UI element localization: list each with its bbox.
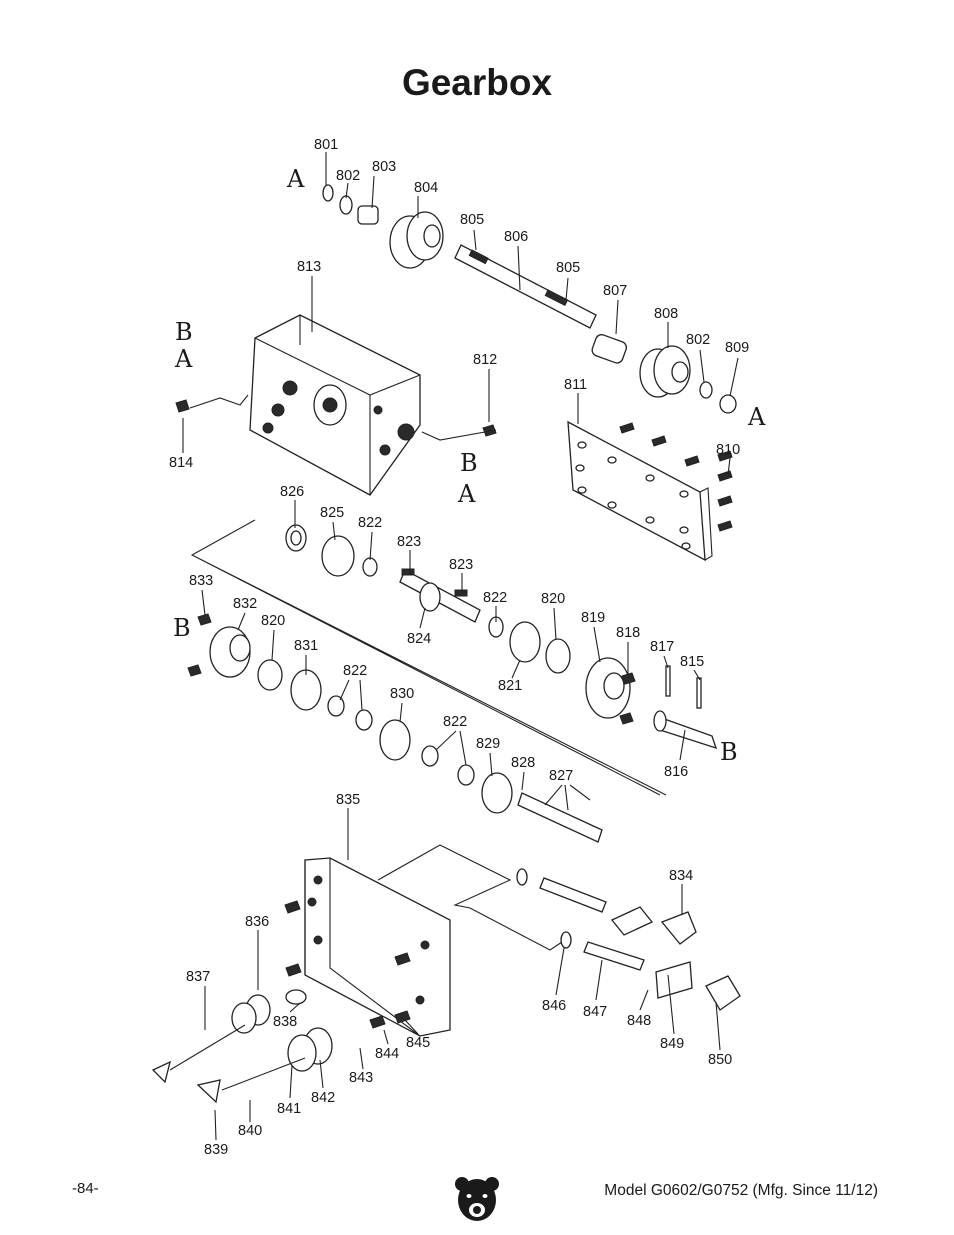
label-823b: 823 — [449, 557, 473, 573]
screw-812 — [482, 424, 497, 437]
label-812: 812 — [473, 352, 497, 368]
label-822d: 822 — [443, 714, 467, 730]
label-819: 819 — [581, 610, 605, 626]
label-823: 823 — [397, 534, 421, 550]
label-836: 836 — [245, 914, 269, 930]
label-825: 825 — [320, 505, 344, 521]
top-shaft-assembly — [322, 184, 737, 414]
label-844: 844 — [375, 1046, 399, 1062]
label-849: 849 — [660, 1036, 684, 1052]
label-832: 832 — [233, 596, 257, 612]
label-835: 835 — [336, 792, 360, 808]
label-850: 850 — [708, 1052, 732, 1068]
label-804: 804 — [414, 180, 438, 196]
label-822b: 822 — [483, 590, 507, 606]
label-820: 820 — [541, 591, 565, 607]
label-828: 828 — [511, 755, 535, 771]
page-number: -84- — [72, 1180, 99, 1197]
label-801: 801 — [314, 137, 338, 153]
svg-text:A: A — [457, 480, 476, 508]
svg-text:A: A — [174, 345, 193, 373]
gearbox-housing-813 — [249, 314, 421, 496]
label-847: 847 — [583, 1004, 607, 1020]
label-838: 838 — [273, 1014, 297, 1030]
label-813: 813 — [297, 259, 321, 275]
gear-808 — [639, 345, 691, 398]
label-808: 808 — [654, 306, 678, 322]
label-817: 817 — [650, 639, 674, 655]
label-814: 814 — [169, 455, 193, 471]
svg-text:B: B — [175, 318, 193, 346]
label-833: 833 — [189, 573, 213, 589]
screw-814 — [175, 399, 190, 413]
page-title: Gearbox — [401, 62, 553, 103]
reference-letters: A B A B A A B B — [173, 165, 766, 766]
model-footer: Model G0602/G0752 (Mfg. Since 11/12) — [604, 1182, 878, 1199]
leader-lines — [182, 152, 739, 1141]
svg-text:A: A — [286, 165, 305, 193]
label-811: 811 — [564, 377, 587, 393]
label-803: 803 — [372, 159, 396, 175]
label-829: 829 — [476, 736, 500, 752]
label-821: 821 — [498, 678, 522, 694]
label-841: 841 — [277, 1101, 301, 1117]
label-810: 810 — [716, 442, 740, 458]
middle-gear-assembly — [187, 519, 718, 843]
svg-text:A: A — [747, 403, 766, 431]
label-816: 816 — [664, 764, 688, 780]
lower-plate-835 — [151, 844, 741, 1104]
label-826: 826 — [280, 484, 304, 500]
label-848: 848 — [627, 1013, 651, 1029]
label-846: 846 — [542, 998, 566, 1014]
gear-804 — [389, 211, 444, 269]
label-840: 840 — [238, 1123, 262, 1139]
label-820b: 820 — [261, 613, 285, 629]
label-807: 807 — [603, 283, 627, 299]
svg-text:B: B — [720, 738, 738, 766]
label-822: 822 — [358, 515, 382, 531]
label-806: 806 — [504, 229, 528, 245]
label-805: 805 — [460, 212, 484, 228]
label-845: 845 — [406, 1035, 430, 1051]
svg-text:B: B — [173, 614, 191, 642]
part-labels: 801 802 803 804 805 806 805 807 808 802 … — [169, 137, 749, 1158]
label-831: 831 — [294, 638, 318, 654]
label-802b: 802 — [686, 332, 710, 348]
cover-plate-811 — [567, 420, 733, 562]
label-824: 824 — [407, 631, 431, 647]
label-839: 839 — [204, 1142, 228, 1158]
label-802: 802 — [336, 168, 360, 184]
label-822c: 822 — [343, 663, 367, 679]
label-815: 815 — [680, 654, 704, 670]
label-830: 830 — [390, 686, 414, 702]
label-834: 834 — [669, 868, 693, 884]
label-842: 842 — [311, 1090, 335, 1106]
label-827: 827 — [549, 768, 573, 784]
label-809: 809 — [725, 340, 749, 356]
label-837: 837 — [186, 969, 210, 985]
label-843: 843 — [349, 1070, 373, 1086]
svg-text:B: B — [460, 449, 478, 477]
grizzly-bear-head-icon — [455, 1177, 499, 1221]
label-805b: 805 — [556, 260, 580, 276]
label-818: 818 — [616, 625, 640, 641]
